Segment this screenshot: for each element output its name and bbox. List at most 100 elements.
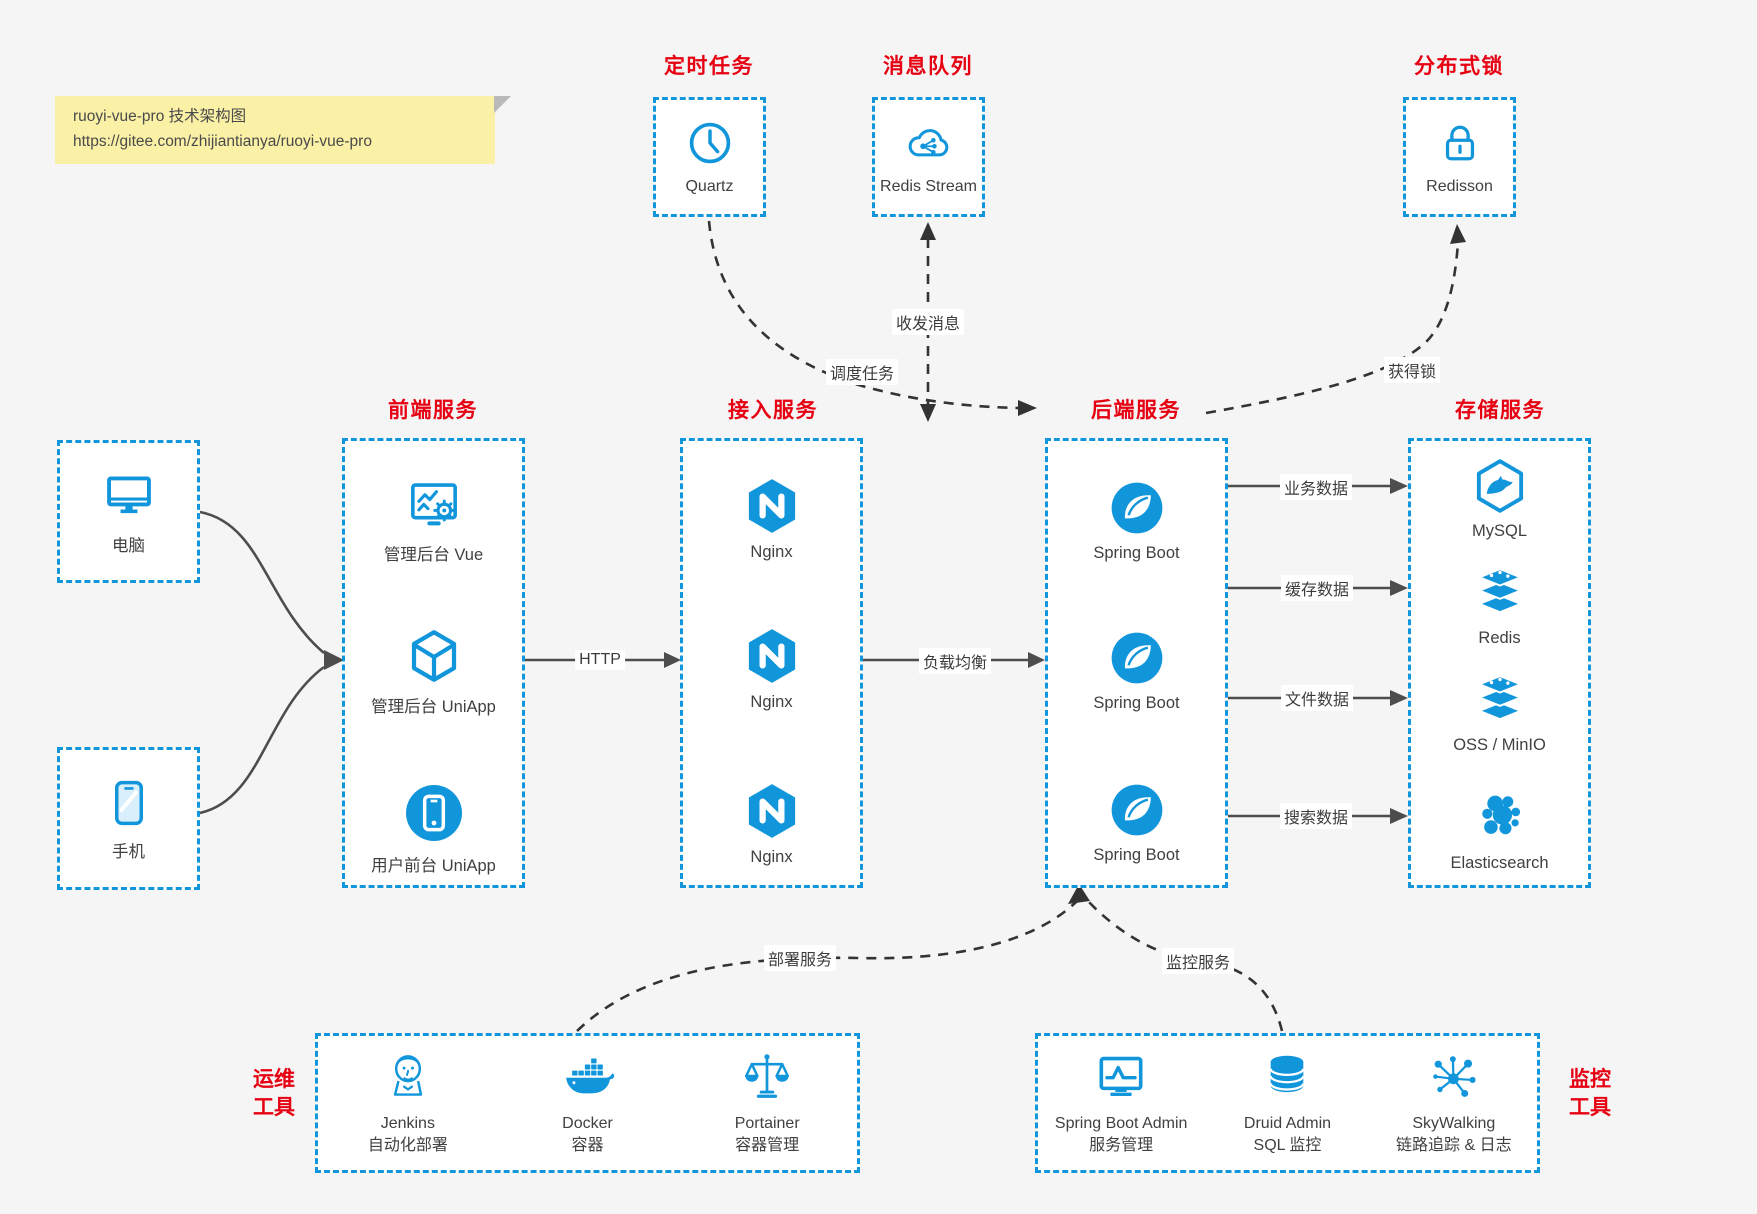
cloud-stream-icon bbox=[908, 129, 948, 157]
portainer-icon bbox=[745, 1054, 790, 1098]
edge-label-deploy-service: 部署服务 bbox=[763, 945, 837, 971]
node-label: Redisson bbox=[1426, 178, 1493, 195]
node-label: Nginx bbox=[750, 693, 793, 711]
ops-side-line1: 运维 bbox=[253, 1068, 295, 1091]
node-label: 用户前台 UniApp bbox=[371, 857, 496, 875]
spring-icon bbox=[1111, 784, 1162, 836]
clock-icon bbox=[689, 122, 730, 164]
edge-label-monitor-service: 监控服务 bbox=[1161, 948, 1235, 974]
node-oss-minio: OSS / MinIO bbox=[1411, 671, 1588, 755]
arrowhead bbox=[1390, 580, 1408, 596]
node-elasticsearch: Elasticsearch bbox=[1411, 789, 1588, 873]
node-admin-vue: 管理后台 Vue bbox=[345, 476, 522, 565]
tool-name: Spring Boot Admin bbox=[1054, 1115, 1188, 1132]
lock-icon bbox=[1445, 125, 1474, 161]
ops-tools-side-label: 运维 工具 bbox=[240, 1066, 308, 1123]
tool-desc: 自动化部署 bbox=[367, 1137, 448, 1155]
jenkins-icon bbox=[393, 1055, 423, 1096]
edge-label-business-data: 业务数据 bbox=[1279, 474, 1353, 500]
backend-column: Spring Boot Spring Boot Spring Boot bbox=[1045, 438, 1228, 888]
storage-column: MySQL Redis OSS / MinIO Elas bbox=[1408, 438, 1591, 888]
monitor-side-line1: 监控 bbox=[1569, 1068, 1611, 1091]
druid-db-icon bbox=[1270, 1055, 1305, 1093]
node-admin-uniapp: 管理后台 UniApp bbox=[345, 626, 522, 717]
edge-label-http: HTTP bbox=[575, 650, 625, 670]
edge-label-acquire-lock: 获得锁 bbox=[1383, 357, 1441, 383]
node-label: Spring Boot bbox=[1093, 694, 1180, 712]
arrowhead bbox=[1390, 808, 1408, 824]
group-title-backend: 后端服务 bbox=[1091, 399, 1181, 422]
monitor-tools-box: Spring Boot Admin 服务管理 Druid Admin SQL 监… bbox=[1035, 1033, 1540, 1173]
node-springboot-2: Spring Boot bbox=[1048, 629, 1225, 713]
tool-desc: SQL 监控 bbox=[1253, 1137, 1322, 1155]
oss-stack-icon bbox=[1477, 675, 1522, 721]
node-label: Spring Boot bbox=[1093, 544, 1180, 562]
desktop-icon bbox=[106, 476, 151, 514]
spring-icon bbox=[1111, 482, 1162, 534]
mobile-icon bbox=[114, 780, 143, 826]
user-app-icon bbox=[405, 785, 462, 841]
node-label: OSS / MinIO bbox=[1453, 736, 1546, 754]
node-springboot-3: Spring Boot bbox=[1048, 781, 1225, 865]
node-docker: Docker 容器 bbox=[498, 1036, 678, 1170]
node-nginx-3: Nginx bbox=[683, 781, 860, 867]
node-mobile-client: 手机 bbox=[57, 747, 200, 890]
edge-acquire-lock bbox=[1205, 241, 1460, 415]
node-redis: Redis bbox=[1411, 564, 1588, 648]
monitor-side-line2: 工具 bbox=[1569, 1096, 1611, 1120]
node-spring-boot-admin: Spring Boot Admin 服务管理 bbox=[1038, 1036, 1204, 1170]
access-column: Nginx Nginx Nginx bbox=[680, 438, 863, 888]
tool-desc: 服务管理 bbox=[1089, 1137, 1154, 1155]
node-skywalking: SkyWalking 链路追踪 & 日志 bbox=[1371, 1036, 1537, 1170]
node-label: Nginx bbox=[750, 543, 793, 561]
edge-phone-to-frontend bbox=[199, 665, 325, 815]
sticky-note: ruoyi-vue-pro 技术架构图 https://gitee.com/zh… bbox=[55, 96, 511, 164]
nginx-icon bbox=[748, 479, 795, 533]
arrowhead bbox=[920, 222, 936, 240]
arrowhead bbox=[324, 650, 344, 670]
node-user-uniapp: 用户前台 UniApp bbox=[345, 781, 522, 876]
skywalking-icon bbox=[1433, 1056, 1476, 1097]
mysql-icon bbox=[1476, 459, 1523, 513]
tool-desc: 容器 bbox=[571, 1137, 604, 1155]
arrowhead bbox=[1028, 652, 1045, 668]
arrowhead bbox=[664, 652, 681, 668]
ops-tools-box: Jenkins 自动化部署 Docker 容器 Portainer 容 bbox=[315, 1033, 860, 1173]
note-fold-corner bbox=[494, 96, 511, 113]
node-nginx-1: Nginx bbox=[683, 476, 860, 562]
node-label: 管理后台 Vue bbox=[383, 546, 484, 564]
node-label: Quartz bbox=[685, 178, 734, 195]
group-title-message-queue: 消息队列 bbox=[883, 55, 973, 78]
edge-label-file-data: 文件数据 bbox=[1280, 685, 1354, 711]
node-label: 手机 bbox=[112, 843, 145, 861]
node-nginx-2: Nginx bbox=[683, 626, 860, 712]
edge-pc-to-frontend bbox=[199, 510, 325, 654]
spring-icon bbox=[1111, 632, 1162, 684]
node-label: 管理后台 UniApp bbox=[371, 698, 496, 716]
node-label: 电脑 bbox=[112, 537, 145, 555]
node-portainer: Portainer 容器管理 bbox=[677, 1036, 857, 1170]
note-url: https://gitee.com/zhijiantianya/ruoyi-vu… bbox=[73, 132, 372, 150]
edge-label-schedule-task: 调度任务 bbox=[825, 359, 899, 385]
arrowhead bbox=[1018, 400, 1037, 416]
tool-name: Druid Admin bbox=[1243, 1115, 1332, 1132]
node-druid-admin: Druid Admin SQL 监控 bbox=[1204, 1036, 1370, 1170]
spring-boot-admin-icon bbox=[1099, 1056, 1143, 1097]
node-quartz: Quartz bbox=[653, 97, 766, 217]
tool-desc: 容器管理 bbox=[735, 1137, 800, 1155]
arrowhead bbox=[1390, 478, 1408, 494]
tool-name: Jenkins bbox=[380, 1115, 435, 1132]
edge-label-search-data: 搜索数据 bbox=[1279, 803, 1353, 829]
node-label: Elasticsearch bbox=[1450, 854, 1549, 872]
frontend-column: 管理后台 Vue 管理后台 UniApp 用户前台 UniApp bbox=[342, 438, 525, 888]
elasticsearch-icon bbox=[1481, 795, 1520, 835]
arrowhead bbox=[1450, 224, 1466, 244]
node-springboot-1: Spring Boot bbox=[1048, 479, 1225, 563]
node-label: Redis bbox=[1478, 629, 1521, 647]
node-mysql: MySQL bbox=[1411, 457, 1588, 541]
uniapp-cube-icon bbox=[411, 630, 456, 682]
tool-name: Portainer bbox=[734, 1115, 800, 1132]
node-label: Nginx bbox=[750, 848, 793, 866]
group-title-scheduled-task: 定时任务 bbox=[664, 55, 754, 78]
